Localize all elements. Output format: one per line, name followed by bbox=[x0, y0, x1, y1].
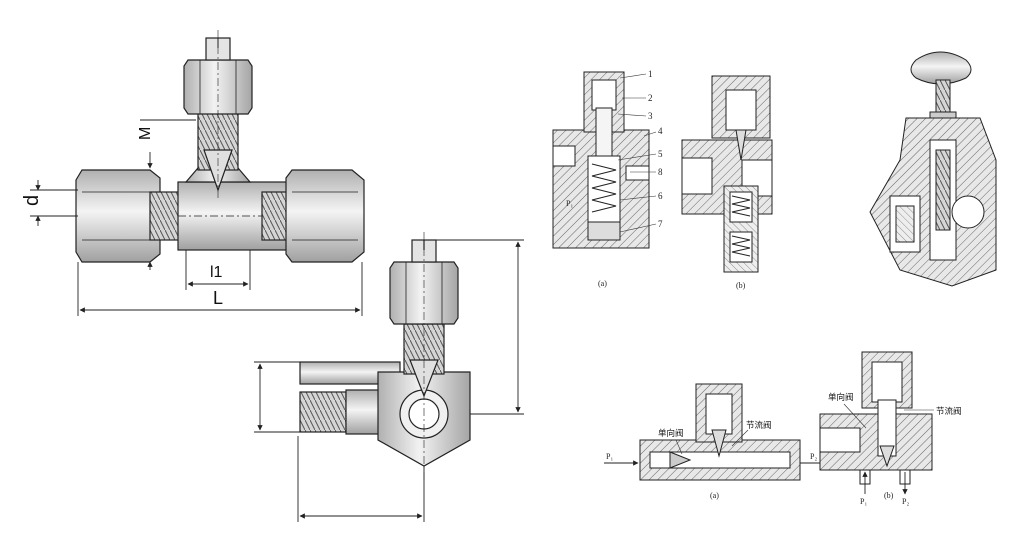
throttle-b-valve bbox=[819, 351, 933, 485]
throttle-a-throttle-label: 节流阀 bbox=[746, 420, 772, 431]
throttle-b-check-valve-label: 单向阀 bbox=[828, 392, 854, 403]
throttle-a-check-valve-label: 单向阀 bbox=[658, 428, 684, 439]
callout-6: 6 bbox=[658, 191, 663, 201]
section-a-valve bbox=[552, 71, 650, 249]
callout-2: 2 bbox=[648, 93, 653, 103]
section-b-valve bbox=[681, 75, 773, 273]
throttle-a-caption: (a) bbox=[710, 491, 719, 500]
section-a-callouts bbox=[617, 73, 657, 233]
knob-valve-section bbox=[869, 51, 997, 287]
left-thread bbox=[149, 191, 181, 241]
throttle-a-valve bbox=[639, 383, 801, 481]
throttle-b-caption: (b) bbox=[884, 491, 894, 500]
dim-d-label: d bbox=[21, 195, 43, 206]
callout-1: 1 bbox=[648, 69, 653, 79]
tee-dimensions bbox=[30, 119, 363, 316]
throttle-b-throttle-label: 节流阀 bbox=[936, 406, 962, 417]
star-knob bbox=[910, 51, 972, 85]
callout-5: 5 bbox=[658, 149, 663, 159]
right-hex-nut bbox=[285, 169, 365, 263]
dim-L-label: L bbox=[213, 288, 223, 308]
bonnet-nut bbox=[183, 59, 253, 115]
throttle-b-p1: P₁ bbox=[860, 497, 867, 506]
dim-l1-label: l1 bbox=[210, 264, 223, 281]
left-hex-nut bbox=[75, 169, 161, 263]
section-a-caption: (a) bbox=[598, 279, 607, 288]
callout-8: 8 bbox=[658, 167, 663, 177]
callout-3: 3 bbox=[648, 111, 653, 121]
angle-dimensions bbox=[254, 239, 524, 522]
throttle-a-p2: P₂ bbox=[810, 452, 817, 461]
dim-M-label: M bbox=[137, 127, 154, 140]
throttle-a-p1: P₁ bbox=[606, 452, 613, 461]
angle-needle-valve bbox=[299, 232, 471, 480]
section-b-caption: (b) bbox=[736, 281, 746, 290]
callout-4: 4 bbox=[658, 126, 663, 136]
tee-needle-valve bbox=[75, 30, 365, 263]
section-a-p1: P₁ bbox=[566, 199, 573, 208]
throttle-b-p2: P₂ bbox=[902, 497, 909, 506]
callout-7: 7 bbox=[658, 219, 663, 229]
